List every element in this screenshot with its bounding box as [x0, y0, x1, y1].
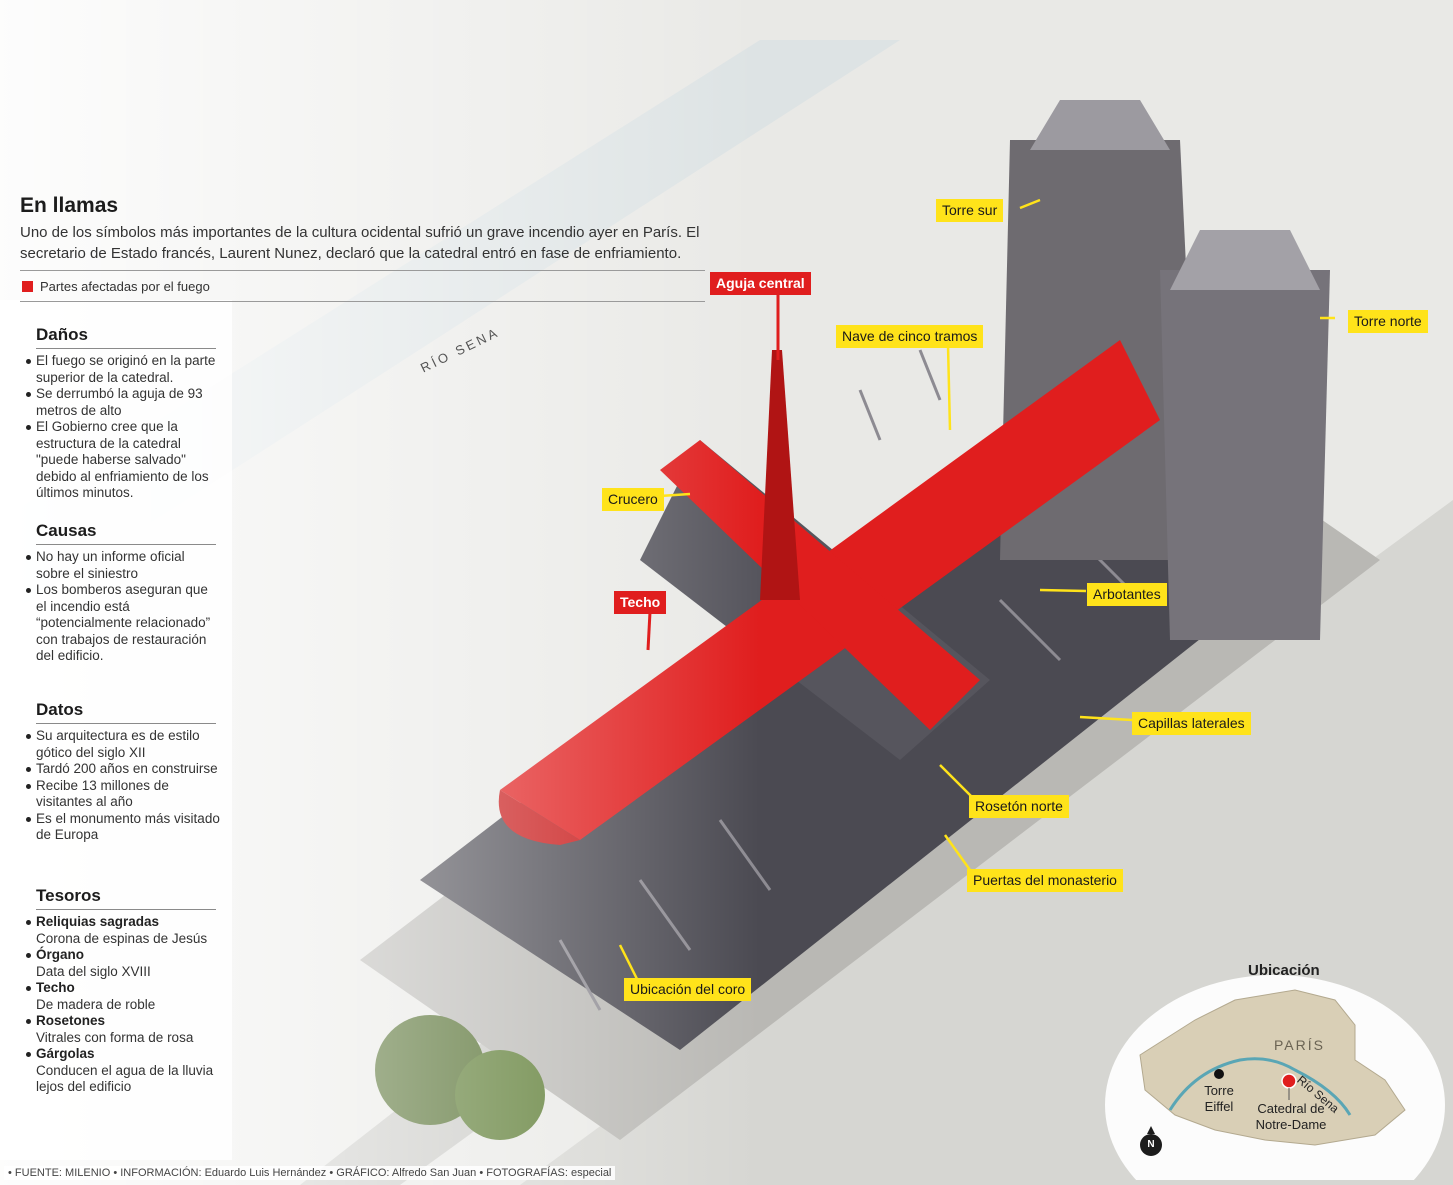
treasure-desc: De madera de roble: [36, 996, 156, 1012]
section-heading: Daños: [36, 325, 216, 349]
list-item: Es el monumento más visitado de Europa: [20, 811, 220, 844]
paris-outline: [1139, 989, 1406, 1146]
page-title: En llamas: [20, 194, 119, 217]
credit-value: MILENIO: [65, 1167, 111, 1179]
map-notre-dame-label: Catedral de Notre-Dame: [1255, 1101, 1327, 1132]
section-heading: Datos: [36, 700, 216, 724]
intro-text: Uno de los símbolos más importantes de l…: [20, 224, 700, 262]
treasure-desc: Vitrales con forma de rosa: [36, 1029, 194, 1045]
divider: [20, 301, 705, 302]
list-item: Tardó 200 años en construirse: [20, 761, 220, 778]
list-item: El Gobierno cree que la estructura de la…: [20, 419, 220, 502]
eiffel-marker: [1214, 1069, 1224, 1079]
credit-value: especial: [571, 1167, 612, 1179]
location-title: Ubicación: [1248, 962, 1320, 979]
callout-arbotantes: Arbotantes: [1087, 583, 1167, 606]
credit-label: FUENTE:: [14, 1167, 62, 1179]
credit-value: Eduardo Luis Hernández: [204, 1167, 327, 1179]
list-item: El fuego se originó en la parte superior…: [20, 353, 220, 386]
list-item: Se derrumbó la aguja de 93 metros de alt…: [20, 386, 220, 419]
callout-capillas: Capillas laterales: [1132, 712, 1251, 735]
credit-value: Alfredo San Juan: [391, 1167, 477, 1179]
callout-crucero: Crucero: [602, 488, 664, 511]
list-item: Los bomberos aseguran que el incendio es…: [20, 582, 220, 665]
notre-dame-marker: [1281, 1073, 1297, 1089]
section-causas: Causas No hay un informe oficial sobre e…: [20, 521, 220, 665]
section-heading: Causas: [36, 521, 216, 545]
north-arrow-icon: [1140, 1134, 1162, 1156]
credit-label: GRÁFICO:: [336, 1167, 390, 1179]
legend: Partes afectadas por el fuego: [22, 279, 210, 294]
list-item: Su arquitectura es de estilo gótico del …: [20, 728, 220, 761]
callout-roseton: Rosetón norte: [969, 795, 1069, 818]
treasure-desc: Conducen el agua de la lluvia lejos del …: [36, 1062, 214, 1095]
section-heading: Tesoros: [36, 886, 216, 910]
callout-nave: Nave de cinco tramos: [836, 325, 984, 348]
treasure-desc: Data del siglo XVIII: [36, 963, 151, 979]
callout-puertas: Puertas del monasterio: [967, 869, 1123, 892]
spire-burned: [760, 350, 800, 600]
list-item: No hay un informe oficial sobre el sinie…: [20, 549, 220, 582]
callout-techo: Techo: [614, 591, 667, 614]
treasure-name: Techo: [36, 980, 75, 995]
location-map: [1105, 975, 1445, 1180]
section-danos: Daños El fuego se originó en la parte su…: [20, 325, 220, 502]
map-city-label: PARÍS: [1274, 1037, 1325, 1053]
section-datos: Datos Su arquitectura es de estilo gótic…: [20, 700, 220, 844]
credit-label: INFORMACIÓN:: [120, 1167, 202, 1179]
treasure-name: Reliquias sagradas: [36, 914, 160, 929]
north-label: N: [1147, 1139, 1155, 1150]
info-panel: [0, 300, 232, 1160]
treasure-name: Órgano: [36, 947, 85, 962]
callout-coro: Ubicación del coro: [624, 978, 752, 1001]
credits: • FUENTE: MILENIO • INFORMACIÓN: Eduardo…: [4, 1166, 616, 1180]
north-tower: [1160, 270, 1330, 640]
callout-torre-sur: Torre sur: [936, 199, 1004, 222]
treasure-name: Rosetones: [36, 1013, 106, 1028]
list-item: Recibe 13 millones de visitantes al año: [20, 778, 220, 811]
map-eiffel-label: Torre Eiffel: [1204, 1083, 1234, 1114]
treasure-name: Gárgolas: [36, 1046, 95, 1061]
divider: [20, 270, 705, 271]
red-leaders: [646, 293, 780, 651]
treasure-desc: Corona de espinas de Jesús: [36, 930, 208, 946]
south-tower-roof: [1030, 100, 1170, 150]
fire-swatch: [22, 281, 33, 292]
callout-torre-norte: Torre norte: [1348, 310, 1428, 333]
legend-label: Partes afectadas por el fuego: [40, 279, 210, 294]
credit-label: FOTOGRAFÍAS:: [486, 1167, 568, 1179]
north-tower-roof: [1170, 230, 1320, 290]
seine-line: [1168, 1057, 1352, 1116]
callout-aguja-central: Aguja central: [710, 272, 811, 295]
